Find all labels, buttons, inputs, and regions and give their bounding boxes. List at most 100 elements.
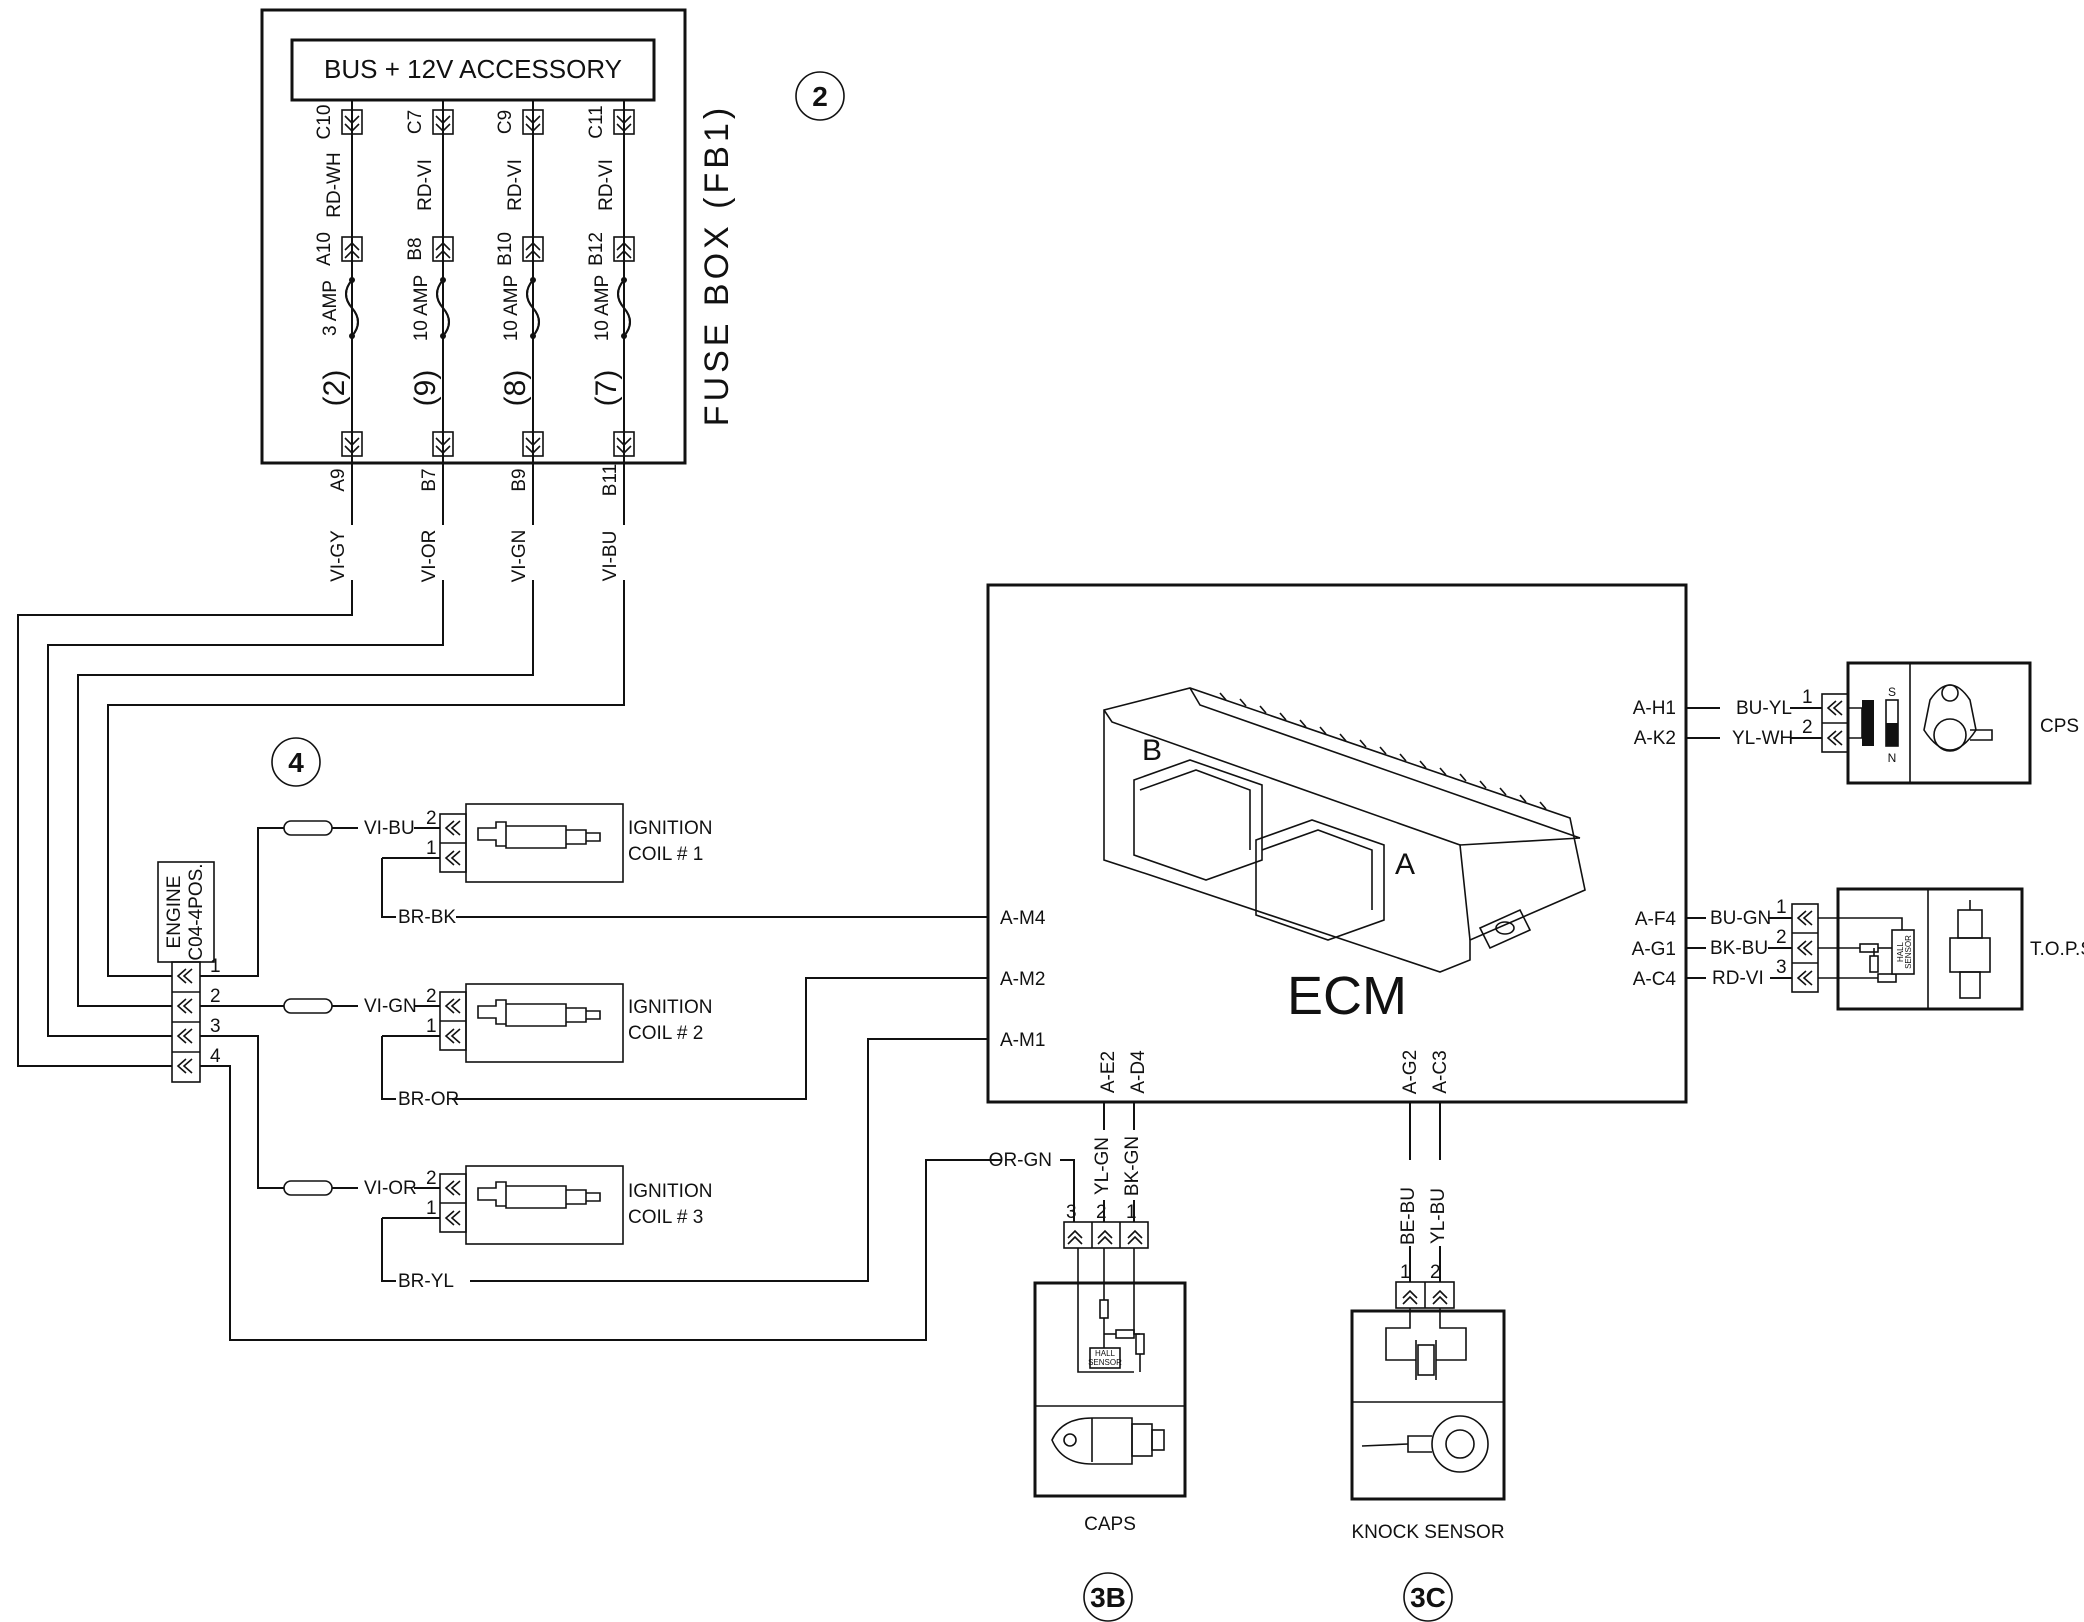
fuse-2-number: (2) [318, 370, 351, 407]
ecm-pin-a-d4: A-D4 [1128, 1050, 1149, 1094]
coil-2-return-wire: BR-OR [398, 1089, 459, 1110]
tops-hall-2: SENSOR [1904, 935, 1913, 969]
ecm-pin-a-m4: A-M4 [1000, 908, 1046, 929]
fuse-9-number: (9) [409, 370, 442, 407]
fuse-9-rating: 10 AMP [411, 275, 432, 342]
fuse-8-rating: 10 AMP [501, 275, 522, 342]
ecm-pin-a-m2: A-M2 [1000, 969, 1045, 990]
fuse-7: C11 RD-VI B12 10 AMP (7) B11 VI-BU [586, 100, 635, 582]
caps-wire-2: YL-GN [1092, 1137, 1113, 1195]
engine-label-1: ENGINE [164, 876, 185, 949]
coil-3-box [465, 1165, 624, 1245]
ecm-pin-a-h1: A-H1 [1633, 698, 1676, 719]
splice-1 [283, 820, 333, 836]
cps-pin-1: 1 [1802, 687, 1813, 708]
cps-box [1846, 661, 2032, 785]
ecm: B A ECM A-M4 A-M2 A-M1 A-E2 A-D4 A-G2 A-… [986, 583, 1688, 1104]
coil-2-name-2: COIL # 2 [628, 1023, 703, 1044]
coil-2-box [465, 983, 624, 1063]
tops-pin-2: 2 [1776, 927, 1787, 948]
coil-1-name-2: COIL # 1 [628, 844, 703, 865]
splice-2 [283, 998, 333, 1014]
knock-sensor: BE-BU YL-BU 1 2 KNOCK SENSOR 3C [1350, 1102, 1506, 1622]
coil-3-name-2: COIL # 3 [628, 1207, 703, 1228]
tops-hall-1: HALL [1896, 941, 1905, 962]
fuse-8-top-pin: C9 [495, 110, 516, 134]
coil-1-name-1: IGNITION [628, 818, 712, 839]
engine-pin-3: 3 [210, 1016, 221, 1037]
fuse-9: C7 RD-VI B8 10 AMP (9) B7 VI-OR [405, 100, 454, 582]
coil-3-supply-wire: VI-OR [364, 1178, 417, 1199]
caps-hall-2: SENSOR [1088, 1358, 1122, 1367]
fuse-8-number: (8) [499, 370, 532, 407]
callout-3c [1403, 1572, 1453, 1622]
caps-pin-3: 3 [1066, 1202, 1077, 1223]
wire-vi-gy-label: VI-GY [328, 530, 349, 582]
knock-box [1350, 1309, 1506, 1501]
caps-hall-1: HALL [1095, 1349, 1116, 1358]
tops-label: T.O.P.S [2030, 939, 2084, 960]
ecm-pin-a-g2: A-G2 [1400, 1050, 1421, 1094]
coil-1-box [465, 803, 624, 883]
callout-4-text: 4 [288, 747, 304, 778]
coil-2-pin-1: 1 [426, 1016, 437, 1037]
fuse-7-number: (7) [590, 370, 623, 407]
tops-wire-1: BU-GN [1710, 908, 1771, 929]
ecm-pin-a-k2: A-K2 [1634, 728, 1676, 749]
ecm-pin-a-f4: A-F4 [1635, 909, 1677, 930]
coil-3-name-1: IGNITION [628, 1181, 712, 1202]
caps-pin-1: 1 [1126, 1202, 1137, 1223]
ecm-connector-a: A [1395, 848, 1415, 881]
callout-3b [1083, 1572, 1133, 1622]
fuse-2-top-pin: C10 [314, 105, 335, 140]
fuse-9-mid-pin: B8 [405, 237, 426, 260]
ignition-coil-3: VI-OR 2 1 IGNITION COIL # 3 BR-YL [364, 1038, 988, 1292]
cps-wire-2: YL-WH [1732, 728, 1793, 749]
coil-3-pin-2: 2 [426, 1168, 437, 1189]
fuse-box-outline [260, 8, 687, 465]
ecm-pin-a-g1: A-G1 [1632, 939, 1676, 960]
cps-magnet-s: S [1888, 685, 1896, 699]
caps-box [1033, 1281, 1187, 1498]
fuse-2-mid-pin: A10 [314, 232, 335, 266]
fuse-2: C10 RD-WH A10 3 AMP (2) A9 VI-GY [314, 100, 363, 582]
coil-3-icon [477, 1181, 601, 1209]
engine-pin-2: 2 [210, 986, 221, 1007]
ignition-coil-2: VI-GN 2 1 IGNITION COIL # 2 BR-OR [364, 977, 988, 1110]
coil-2-pin-2: 2 [426, 986, 437, 1007]
ecm-pin-a-c4: A-C4 [1633, 969, 1677, 990]
callout-4 [271, 737, 321, 787]
fuse-9-top-pin: C7 [405, 110, 426, 134]
wire-vi-bu-label: VI-BU [600, 531, 621, 582]
engine-pin-4: 4 [210, 1046, 221, 1067]
fuse-7-rating: 10 AMP [592, 275, 613, 342]
coil-3-pin-1: 1 [426, 1198, 437, 1219]
cps-icon [1923, 684, 1993, 752]
caps-wire-1: BK-GN [1122, 1136, 1143, 1196]
engine-label-2: C04-4POS. [186, 863, 207, 960]
tops-icon [1949, 900, 1991, 999]
coil-1-pin-2: 2 [426, 808, 437, 829]
fuse-8: C9 RD-VI B10 10 AMP (8) B9 VI-GN [495, 100, 544, 582]
fuse-2-bottom-pin: A9 [328, 468, 349, 491]
knock-icon [1361, 1415, 1489, 1473]
fuse-9-wire-in: RD-VI [415, 159, 436, 211]
fuse-7-top-pin: C11 [586, 105, 607, 138]
tops-pin-3: 3 [1776, 957, 1787, 978]
fuse-7-bottom-pin: B11 [600, 464, 621, 496]
ecm-pin-a-c3: A-C3 [1430, 1050, 1451, 1093]
caps-pin-2: 2 [1096, 1202, 1107, 1223]
knock-wire-2: YL-BU [1428, 1188, 1449, 1244]
engine-connector: 4 ENGINE C04-4POS. 1 2 3 4 [157, 737, 1002, 1341]
ecm-pin-a-e2: A-E2 [1098, 1051, 1119, 1093]
caps-icon [1051, 1417, 1165, 1465]
knock-pin-1: 1 [1400, 1262, 1411, 1283]
knock-wire-1: BE-BU [1398, 1187, 1419, 1245]
knock-pin-2: 2 [1430, 1262, 1441, 1283]
coil-1-icon [477, 821, 601, 849]
ecm-connector-b: B [1142, 734, 1162, 767]
fuse-box: BUS + 12V ACCESSORY FUSE BOX (FB1) 2 C10… [260, 8, 845, 582]
tops-sensor: BU-GN BK-BU RD-VI 1 2 3 HALL SENSOR [1686, 887, 2084, 1011]
ecm-module-icon [1103, 687, 1586, 973]
